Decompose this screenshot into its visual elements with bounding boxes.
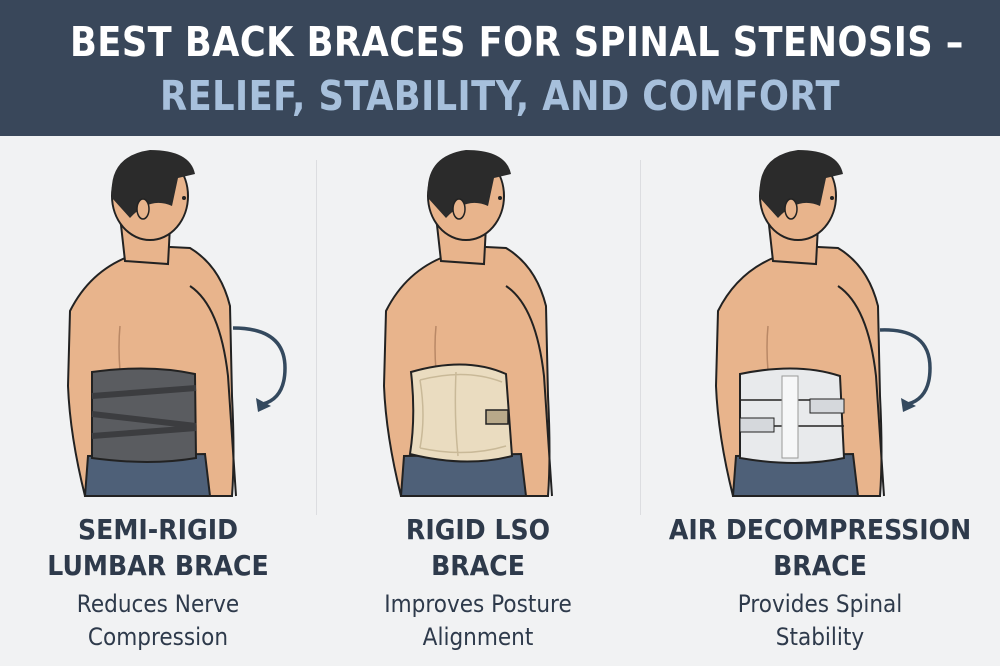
brace-panel-semi-rigid: SEMI-RIGID LUMBAR BRACE Reduces Nerve Co… bbox=[0, 136, 316, 666]
man-with-air-decompression-brace-illustration bbox=[714, 150, 932, 497]
curved-arrow-icon bbox=[879, 328, 932, 406]
title-line-1: BEST BACK BRACES FOR SPINAL STENOSIS – bbox=[70, 18, 964, 66]
brace-description: Provides Spinal Stability bbox=[737, 590, 903, 651]
brace-name: AIR DECOMPRESSION BRACE bbox=[668, 513, 972, 582]
brace-description: Reduces Nerve Compression bbox=[76, 590, 240, 651]
buckle-icon bbox=[485, 409, 509, 425]
title-line-2: RELIEF, STABILITY, AND COMFORT bbox=[160, 72, 840, 120]
brace-panel-rigid-lso: RIGID LSO BRACE Improves Posture Alignme… bbox=[316, 136, 640, 666]
brace-panel-air-decompression: AIR DECOMPRESSION BRACE Provides Spinal … bbox=[640, 136, 1000, 666]
panel-divider bbox=[640, 160, 641, 515]
man-with-rigid-lso-brace-illustration bbox=[382, 150, 553, 497]
brace-name: RIGID LSO BRACE bbox=[405, 513, 551, 582]
panel-divider bbox=[316, 160, 317, 515]
brace-description: Improves Posture Alignment bbox=[384, 590, 572, 651]
curved-arrow-icon bbox=[232, 326, 287, 406]
brace-name: SEMI-RIGID LUMBAR BRACE bbox=[47, 513, 269, 582]
man-with-semi-rigid-brace-illustration bbox=[66, 150, 287, 497]
header-banner: BEST BACK BRACES FOR SPINAL STENOSIS – R… bbox=[0, 0, 1000, 136]
